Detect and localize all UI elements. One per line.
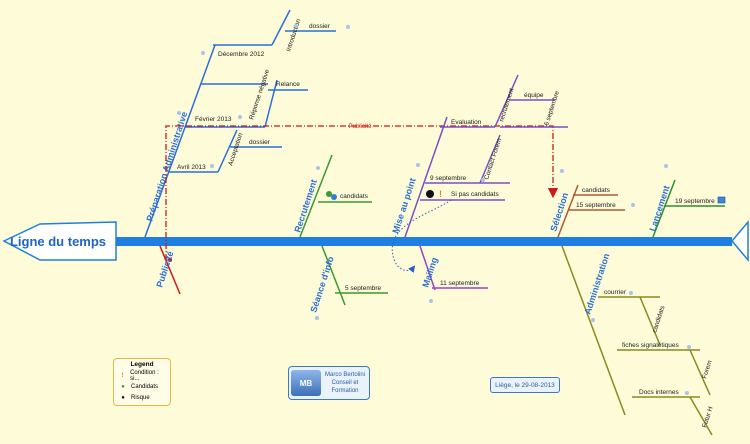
- legend-title: Legend: [130, 361, 154, 368]
- legend-row-risque: ● Risque: [118, 392, 166, 403]
- topic-dots: [177, 24, 691, 395]
- acceptation-node[interactable]: Acceptation: [227, 132, 244, 167]
- publicite-branch-line: [159, 245, 181, 295]
- legend-row-condition: ! Condition : si...: [118, 369, 166, 382]
- publicite-connector[interactable]: [165, 125, 559, 260]
- selection-lines: [557, 184, 625, 238]
- forem-node[interactable]: Forem: [701, 360, 713, 380]
- author-badge[interactable]: MB Marco Bertolini Conseil et Formation: [288, 366, 370, 400]
- mailing-date[interactable]: 11 septembre: [440, 280, 480, 287]
- legend-label: Condition : si...: [130, 369, 159, 382]
- mb-logo: MB: [291, 370, 321, 396]
- author-line2: Conseil et: [331, 380, 359, 386]
- publicite-connector-label: Publicité: [349, 124, 372, 130]
- admin-candidats-node[interactable]: candidats: [651, 304, 666, 333]
- prep-branch-lines: [144, 9, 336, 238]
- mise-lines: [404, 74, 568, 238]
- exclamation-icon: !: [439, 189, 442, 199]
- futur-h-node[interactable]: Futur H: [701, 406, 714, 429]
- relance-node[interactable]: Relance: [276, 81, 300, 88]
- date-decembre[interactable]: Décembre 2012: [218, 51, 265, 58]
- reponse-negative-node[interactable]: Réponse négative: [248, 68, 271, 120]
- admin-lines: [561, 245, 713, 436]
- spine: [110, 237, 732, 246]
- author-line1: Marco Bertolini: [325, 372, 366, 378]
- fish-tail: [731, 219, 749, 263]
- publicite-topic[interactable]: Publicité: [154, 250, 175, 289]
- dossier-node-2[interactable]: dossier: [249, 139, 271, 146]
- lancement-lines: [652, 179, 725, 238]
- recrutement-topic[interactable]: Recrutement: [292, 178, 319, 233]
- lancement-date[interactable]: 19 septembre: [675, 198, 715, 205]
- candidats-icon: ●: [121, 383, 125, 390]
- author-text: Marco Bertolini Conseil et Formation: [325, 371, 365, 395]
- publicite-dot: [168, 258, 172, 262]
- date-fevrier[interactable]: Février 2013: [195, 116, 232, 123]
- exclamation-icon: !: [121, 372, 124, 379]
- evaluation-node[interactable]: Evaluation: [451, 119, 482, 126]
- recrutement-lines: [299, 154, 372, 238]
- recrutement-sub-node[interactable]: recrutement: [498, 87, 515, 122]
- seance-topic[interactable]: Séance d'info: [308, 255, 336, 314]
- six-sept-node[interactable]: 6 septembre: [543, 90, 561, 127]
- central-topic[interactable]: Ligne du temps: [10, 234, 106, 249]
- legend-box: Legend ! Condition : si... ● Candidats ●…: [113, 358, 171, 406]
- mailing-lines: [419, 245, 488, 291]
- candidats-icon: [326, 191, 337, 200]
- contact-forem-node[interactable]: Contact Forem: [483, 138, 503, 181]
- selection-date[interactable]: 15 septembre: [576, 202, 616, 209]
- dossier-node[interactable]: dossier: [309, 23, 331, 30]
- seance-date[interactable]: 5 septembre: [345, 285, 382, 292]
- courrier-node[interactable]: courrier: [604, 289, 627, 296]
- selection-candidats[interactable]: candidats: [582, 187, 611, 194]
- legend-label: Risque: [131, 394, 150, 401]
- docs-internes-node[interactable]: Docs internes: [639, 389, 679, 396]
- mailing-connector[interactable]: [391, 199, 452, 273]
- legend-label: Candidats: [131, 383, 159, 390]
- fiches-node[interactable]: fiches signalétiques: [622, 342, 679, 349]
- equipe-node[interactable]: équipe: [524, 92, 544, 99]
- mailing-topic[interactable]: Mailing: [420, 256, 439, 289]
- neuf-sept-node[interactable]: 9 septembre: [430, 175, 467, 182]
- calendar-icon: [717, 196, 726, 204]
- admin-topic[interactable]: Administration: [582, 252, 611, 315]
- introduction-node[interactable]: Introduction: [285, 18, 302, 53]
- author-line3: Formation: [331, 388, 359, 394]
- date-box[interactable]: Liège, le 29-08-2013: [490, 377, 560, 393]
- bomb-icon: ●: [121, 394, 125, 401]
- seance-lines: [321, 245, 388, 306]
- lancement-topic[interactable]: Lancement: [647, 184, 671, 232]
- bomb-icon: [426, 190, 434, 198]
- mise-topic[interactable]: Mise au point: [390, 177, 417, 235]
- fish-head[interactable]: [2, 221, 117, 261]
- date-avril[interactable]: Avril 2013: [177, 164, 206, 171]
- recrutement-candidats[interactable]: candidats: [340, 193, 369, 200]
- si-pas-candidats-node[interactable]: Si pas candidats: [451, 191, 499, 198]
- legend-row-candidats: ● Candidats: [118, 381, 166, 392]
